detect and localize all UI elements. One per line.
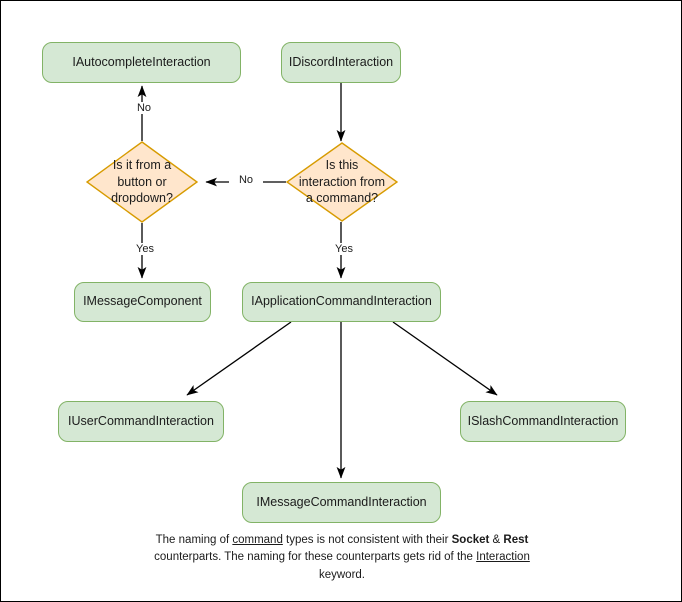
node-label: IDiscordInteraction [288, 54, 394, 69]
edge-label-yes-messagecomponent: Yes [127, 243, 163, 255]
caption-underline-interaction: Interaction [476, 551, 530, 564]
edge-label-no-autocomplete: No [127, 102, 161, 114]
node-application-command-interaction[interactable]: IApplicationCommandInteraction [242, 282, 441, 322]
caption-text: keyword. [318, 568, 366, 581]
node-message-command-interaction[interactable]: IMessageCommandInteraction [242, 482, 441, 523]
node-label: ISlashCommandInteraction [467, 413, 619, 428]
node-slash-command-interaction[interactable]: ISlashCommandInteraction [460, 401, 626, 442]
diamond-shape [286, 142, 398, 222]
edge-appcommand-to-slashcommand [392, 321, 498, 396]
caption-text: counterparts. The naming for these [154, 551, 333, 564]
diagram-caption: The naming of command types is not consi… [142, 532, 542, 584]
caption-line-1: The naming of command types is not consi… [156, 534, 449, 546]
node-decision-from-command[interactable]: Is this interaction from a command? [286, 142, 398, 222]
edge-label-yes-appcommand: Yes [326, 243, 362, 255]
node-discord-interaction[interactable]: IDiscordInteraction [281, 42, 401, 83]
edge-label-no-button-decision: No [229, 174, 263, 186]
node-label: Is this interaction from a command? [298, 157, 386, 206]
node-label: IMessageComponent [83, 294, 202, 309]
caption-line-2: Socket & Rest counterparts. The naming f… [154, 534, 528, 563]
edge-appcommand-to-usercommand [186, 321, 292, 396]
node-decision-button-or-dropdown[interactable]: Is it from a button or dropdown? [86, 141, 198, 223]
caption-text: types is not consistent with their [282, 534, 449, 546]
caption-text: The naming of [155, 534, 233, 546]
node-label: Is it from a button or dropdown? [111, 157, 173, 206]
caption-text: counterparts gets rid of the [336, 551, 477, 564]
node-label: IUserCommandInteraction [68, 413, 214, 428]
node-autocomplete-interaction[interactable]: IAutocompleteInteraction [42, 42, 241, 83]
node-label: IMessageCommandInteraction [256, 494, 427, 509]
caption-line-3: counterparts gets rid of the Interaction… [319, 551, 530, 580]
caption-bold-rest: Rest [503, 534, 529, 546]
node-user-command-interaction[interactable]: IUserCommandInteraction [58, 401, 224, 442]
caption-underline-command: command [232, 534, 283, 546]
node-label: IAutocompleteInteraction [72, 54, 211, 69]
node-message-component[interactable]: IMessageComponent [74, 282, 211, 322]
diamond-shape [86, 141, 198, 223]
node-label: IApplicationCommandInteraction [251, 294, 432, 309]
caption-bold-socket: Socket [451, 534, 490, 546]
caption-text: & [489, 534, 504, 546]
